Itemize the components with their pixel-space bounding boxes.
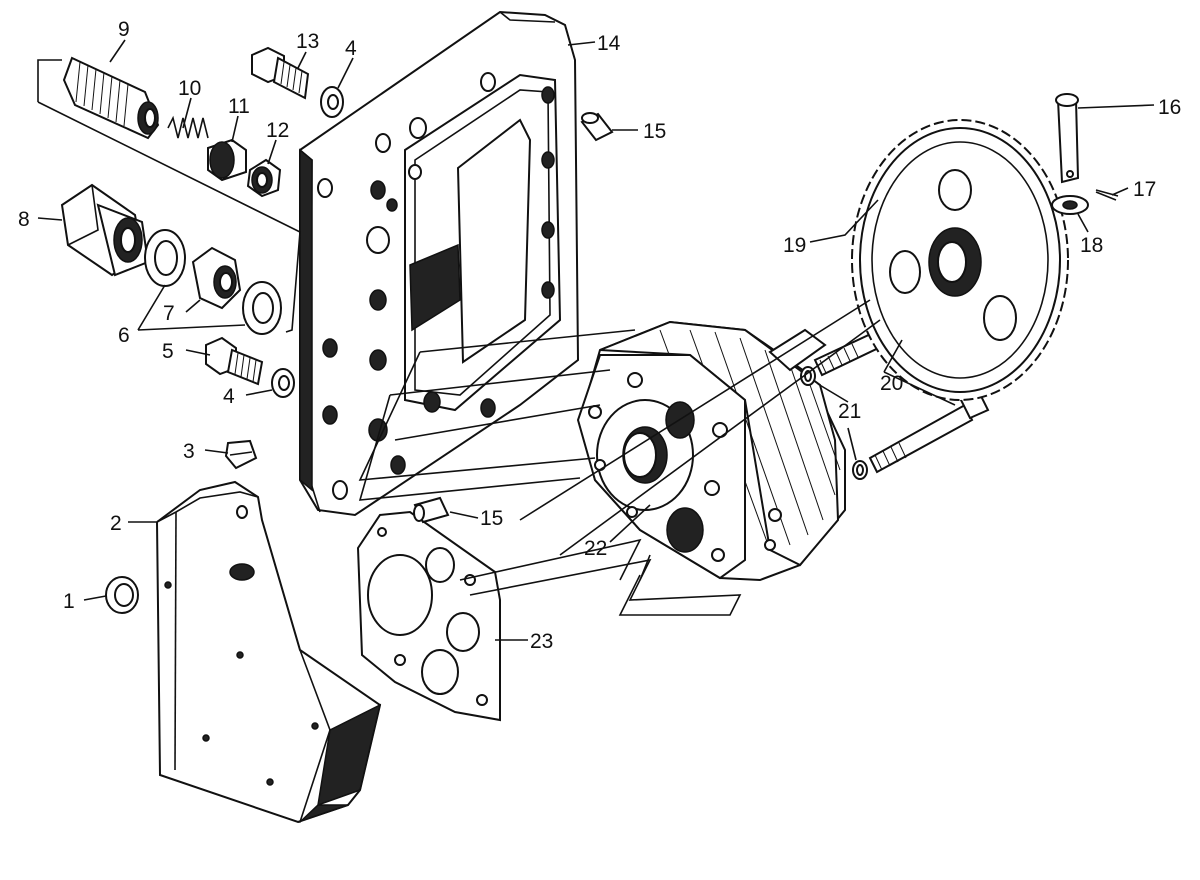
part-6-washer-b xyxy=(242,281,282,335)
label-18: 18 xyxy=(1080,234,1103,257)
label-19: 19 xyxy=(783,234,806,257)
label-9: 9 xyxy=(118,18,130,41)
alignment-lines xyxy=(358,299,881,616)
label-1: 1 xyxy=(63,590,75,613)
label-4-top: 4 xyxy=(345,37,357,60)
part-1-washer xyxy=(105,576,139,614)
label-11: 11 xyxy=(228,95,250,118)
part-9-adjusting-screw xyxy=(62,56,160,140)
part-8-valve-body xyxy=(60,183,150,277)
label-15-top: 15 xyxy=(643,120,666,143)
label-14: 14 xyxy=(597,32,621,55)
label-5: 5 xyxy=(162,340,174,363)
part-11-valve xyxy=(207,138,247,182)
label-10: 10 xyxy=(178,77,201,100)
part-19-gear xyxy=(851,119,1069,401)
label-22: 22 xyxy=(584,537,607,560)
part-13-bolt xyxy=(251,46,310,100)
part-21-washer-bottom xyxy=(852,460,868,480)
label-7: 7 xyxy=(163,302,175,325)
label-23: 23 xyxy=(530,630,553,653)
part-5-bolt xyxy=(205,336,264,386)
label-3: 3 xyxy=(183,440,195,463)
part-7-nut xyxy=(191,246,242,310)
part-15-dowel-bottom xyxy=(413,496,450,524)
part-22-pump-body xyxy=(576,320,846,582)
part-15-dowel-top xyxy=(580,112,614,142)
callout-labels: 1 2 3 4 4 5 6 7 8 9 10 11 12 13 14 15 15… xyxy=(18,18,1181,653)
part-20-bolt-bottom xyxy=(868,388,990,474)
part-17-cotter-pin xyxy=(1095,189,1119,201)
part-18-washer xyxy=(1051,195,1089,215)
label-6: 6 xyxy=(118,324,130,347)
label-4-bottom: 4 xyxy=(223,385,235,408)
part-14-cover-plate xyxy=(299,10,580,517)
assembly-bracket-line xyxy=(37,59,301,333)
label-8: 8 xyxy=(18,208,30,231)
label-20: 20 xyxy=(880,372,903,395)
part-4-washer-top xyxy=(320,86,344,118)
label-16: 16 xyxy=(1158,96,1181,119)
label-12: 12 xyxy=(266,119,289,142)
label-15-bottom: 15 xyxy=(480,507,503,530)
part-10-spring xyxy=(167,115,209,139)
part-6-washer-a xyxy=(144,229,186,287)
label-13: 13 xyxy=(296,30,319,53)
label-21: 21 xyxy=(838,400,861,423)
part-23-gasket xyxy=(356,510,501,722)
part-3-plug xyxy=(224,439,258,470)
leader-lines xyxy=(37,39,1155,641)
part-4-washer-bottom xyxy=(271,368,295,398)
label-17: 17 xyxy=(1133,178,1156,201)
label-2: 2 xyxy=(110,512,122,535)
part-2-bracket xyxy=(155,480,382,824)
part-12-sleeve xyxy=(246,158,282,198)
part-16-pin xyxy=(1055,93,1080,184)
